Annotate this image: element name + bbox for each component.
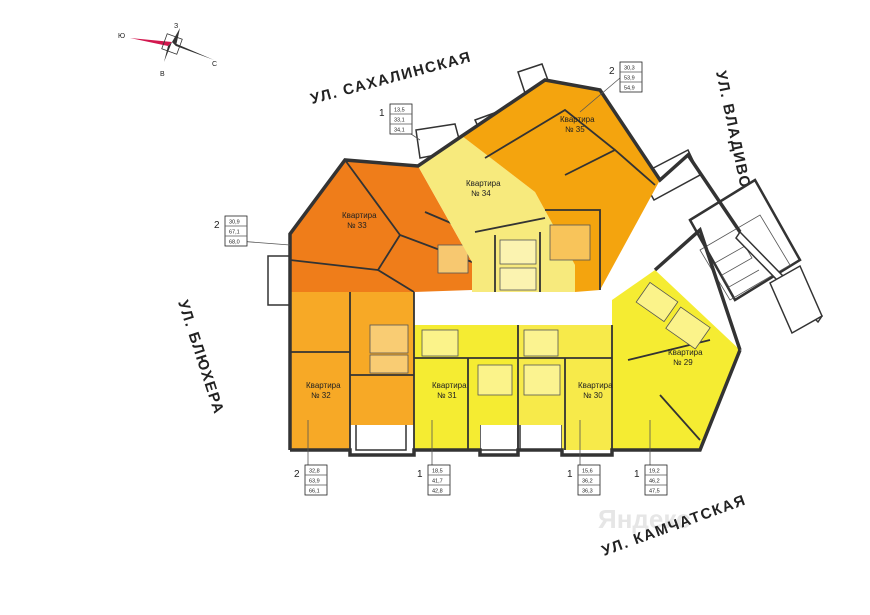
apartment-label-30: Квартира № 30 <box>578 381 613 400</box>
svg-text:Квартира: Квартира <box>668 348 703 357</box>
compass-label-s: В <box>160 71 165 78</box>
svg-text:Квартира: Квартира <box>432 381 467 390</box>
apartment-label-35: Квартира № 35 <box>560 115 595 134</box>
apartment-34[interactable] <box>418 136 575 292</box>
svg-text:41,7: 41,7 <box>432 479 443 485</box>
compass-label-w: Ю <box>118 33 125 40</box>
apartment-29[interactable] <box>612 270 740 450</box>
apartment-33[interactable] <box>289 159 473 293</box>
svg-text:36,3: 36,3 <box>582 489 593 495</box>
svg-text:2: 2 <box>214 220 220 231</box>
svg-text:Квартира: Квартира <box>342 211 377 220</box>
svg-text:Квартира: Квартира <box>560 115 595 124</box>
apartment-label-33: Квартира № 33 <box>342 211 377 230</box>
compass-label-n: З <box>174 23 178 30</box>
apartment-label-32: Квартира № 32 <box>306 381 341 400</box>
area-box-35: 2 30,3 53,9 54,9 <box>609 61 643 93</box>
svg-text:1: 1 <box>634 469 640 480</box>
svg-text:46,2: 46,2 <box>649 479 660 485</box>
area-box-32: 2 32,8 63,9 66,1 <box>294 464 328 496</box>
svg-text:15,6: 15,6 <box>582 469 593 475</box>
compass-rose: З С В Ю <box>118 23 217 78</box>
svg-text:33,1: 33,1 <box>394 118 405 124</box>
svg-text:№ 32: № 32 <box>311 391 331 400</box>
svg-text:13,5: 13,5 <box>394 108 405 114</box>
apartment-label-34: Квартира № 34 <box>466 179 501 198</box>
svg-text:42,8: 42,8 <box>432 489 443 495</box>
watermark: Яндекс <box>598 504 691 534</box>
svg-text:67,1: 67,1 <box>229 230 240 236</box>
svg-text:30,9: 30,9 <box>229 220 240 226</box>
svg-text:№ 35: № 35 <box>565 125 585 134</box>
apartment-label-31: Квартира № 31 <box>432 381 467 400</box>
area-box-29: 1 19,2 46,2 47,5 <box>634 464 668 496</box>
svg-text:53,9: 53,9 <box>624 76 635 82</box>
compass-needle-north <box>172 42 214 60</box>
svg-text:1: 1 <box>567 469 573 480</box>
apartment-35[interactable] <box>462 80 660 292</box>
svg-text:1: 1 <box>379 108 385 119</box>
area-box-34: 1 13,5 33,1 34,1 <box>379 103 413 135</box>
svg-text:2: 2 <box>609 66 615 77</box>
svg-text:68,0: 68,0 <box>229 240 240 246</box>
svg-text:66,1: 66,1 <box>309 489 320 495</box>
svg-text:№ 33: № 33 <box>347 221 367 230</box>
svg-text:Квартира: Квартира <box>578 381 613 390</box>
svg-text:63,9: 63,9 <box>309 479 320 485</box>
area-box-31: 1 18,5 41,7 42,8 <box>417 464 451 496</box>
apartment-label-29: Квартира № 29 <box>668 348 703 367</box>
svg-text:№ 30: № 30 <box>583 391 603 400</box>
svg-text:32,8: 32,8 <box>309 469 320 475</box>
svg-text:№ 34: № 34 <box>471 189 491 198</box>
svg-text:18,5: 18,5 <box>432 469 443 475</box>
svg-text:54,9: 54,9 <box>624 86 635 92</box>
compass-needle-south <box>130 38 172 46</box>
svg-text:1: 1 <box>417 469 423 480</box>
compass-label-e: С <box>212 61 217 68</box>
svg-text:Квартира: Квартира <box>306 381 341 390</box>
street-left: УЛ. БЛЮХЕРА <box>174 298 227 417</box>
svg-text:№ 31: № 31 <box>437 391 457 400</box>
area-box-33: 2 30,9 67,1 68,0 <box>214 215 248 247</box>
area-box-30: 1 15,6 36,2 36,3 <box>567 464 601 496</box>
exterior-walls <box>288 78 742 457</box>
apartment-31[interactable] <box>414 325 518 450</box>
svg-text:47,5: 47,5 <box>649 489 660 495</box>
apartment-30[interactable] <box>518 325 612 450</box>
svg-text:19,2: 19,2 <box>649 469 660 475</box>
svg-text:№ 29: № 29 <box>673 358 693 367</box>
svg-text:36,2: 36,2 <box>582 479 593 485</box>
svg-text:34,1: 34,1 <box>394 128 405 134</box>
svg-text:2: 2 <box>294 469 300 480</box>
svg-text:30,3: 30,3 <box>624 66 635 72</box>
apartment-32[interactable] <box>290 292 414 450</box>
street-top: УЛ. САХАЛИНСКАЯ <box>309 48 474 107</box>
svg-text:Квартира: Квартира <box>466 179 501 188</box>
